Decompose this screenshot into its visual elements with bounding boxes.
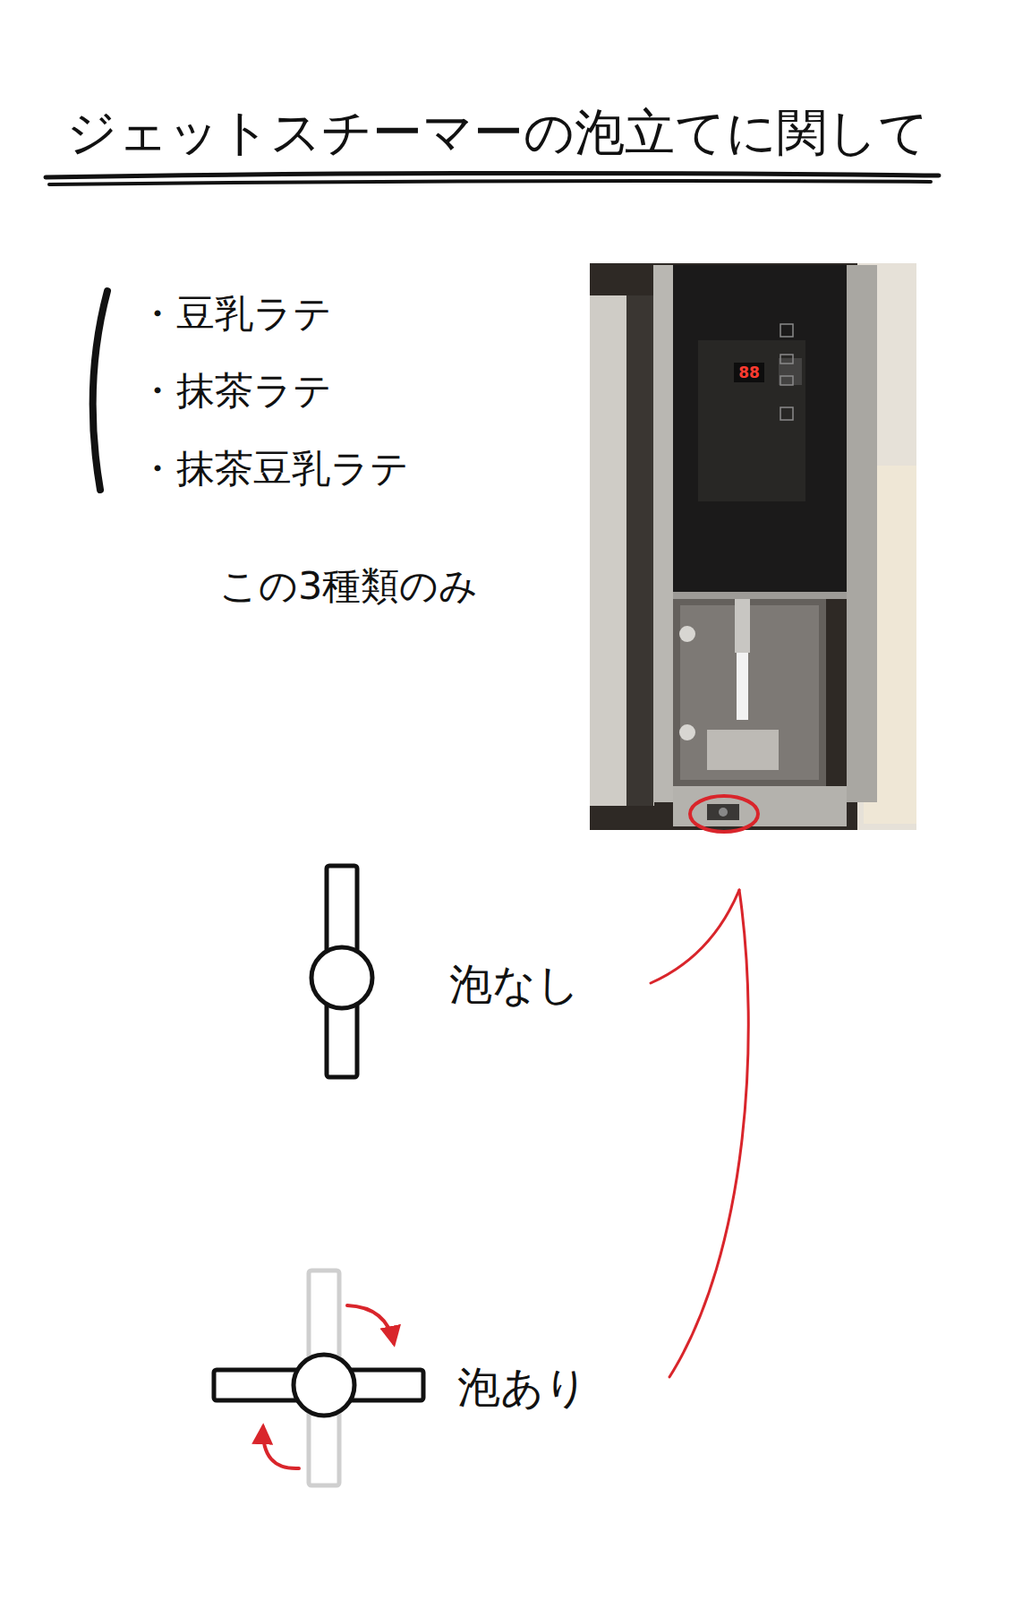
list-item: ・豆乳ラテ [137, 290, 333, 338]
leader-line [669, 889, 749, 1377]
rotation-arrow [263, 1426, 299, 1468]
state-label: 泡なし [449, 958, 580, 1011]
highlight-circle [690, 795, 759, 832]
knob-symbol [311, 865, 373, 1077]
display-digits: 88 [738, 363, 760, 382]
title-underline [45, 172, 939, 178]
machine-photo [589, 263, 917, 830]
note: この3種類のみ [219, 562, 478, 610]
bracket [93, 290, 108, 490]
title-underline [49, 180, 931, 185]
rotation-arrow [347, 1304, 394, 1343]
knob-symbol [213, 1269, 424, 1485]
title: ジェットスチーマーの泡立てに関して [66, 102, 929, 162]
state-label: 泡あり [457, 1361, 588, 1414]
list-item: ・抹茶ラテ [137, 367, 333, 415]
leader-line [650, 889, 740, 983]
list-item: ・抹茶豆乳ラテ [137, 445, 410, 493]
